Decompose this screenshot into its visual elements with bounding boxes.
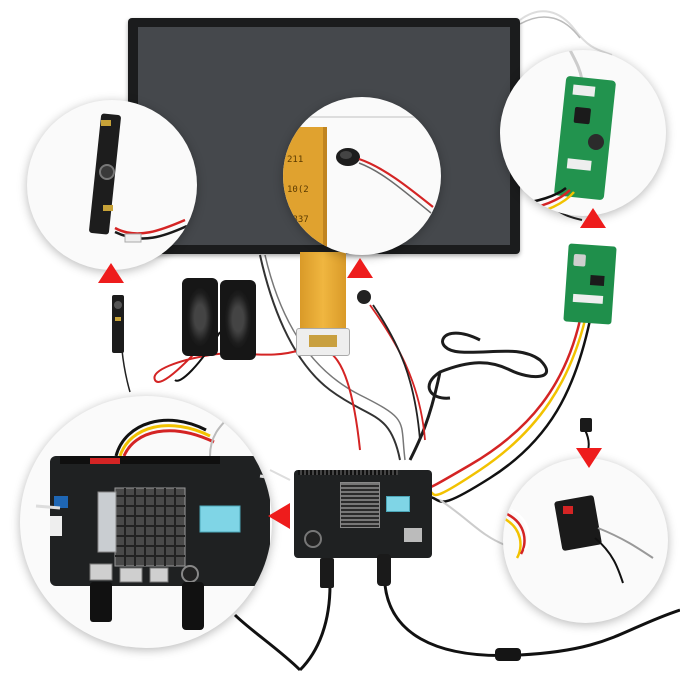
camera-module-small xyxy=(112,295,124,353)
usb-plug-small xyxy=(320,558,334,588)
zoom-power-board xyxy=(500,50,666,216)
fpc-tab xyxy=(283,127,323,255)
micro-switch-small xyxy=(580,418,592,432)
power-board-small xyxy=(563,243,617,325)
arrow-board-left xyxy=(268,503,290,529)
wire-yellow-power xyxy=(424,319,587,497)
main-board-dc-plug xyxy=(182,582,204,630)
wifi-module-small xyxy=(386,496,410,512)
microphone-small xyxy=(357,290,371,304)
switch-button xyxy=(563,506,573,514)
heatsink-small xyxy=(340,482,380,528)
lcd-fpc-cable xyxy=(300,252,346,332)
arrow-power-up xyxy=(580,208,606,228)
arrow-mic-up xyxy=(347,258,373,278)
wire-usb-main xyxy=(298,584,332,672)
ferrite-bead xyxy=(495,648,521,661)
fpc-print-line-2: 10(2 xyxy=(287,185,309,195)
wire-black-power xyxy=(424,319,592,503)
lcd-adapter-board xyxy=(296,328,350,356)
camera-lens xyxy=(99,164,115,180)
main-board-small xyxy=(294,470,432,558)
main-board-wifi-module xyxy=(199,505,241,533)
dc-plug-small xyxy=(377,554,391,586)
fpc-print-text: 211 10(2 2837 xyxy=(287,135,309,245)
mic-wire-red xyxy=(358,157,434,208)
power-board-pcb xyxy=(554,76,616,200)
zoom-main-board xyxy=(20,396,272,648)
arrow-camera-up xyxy=(98,263,124,283)
fpc-print-line-1: 211 xyxy=(287,155,304,165)
fpc-print-line-3: 2837 xyxy=(287,215,309,225)
speaker-right xyxy=(220,280,256,360)
main-board-usb-plug xyxy=(90,582,112,622)
main-board-usb-port xyxy=(89,563,113,581)
wire-white-top xyxy=(519,10,613,56)
speaker-left xyxy=(182,278,218,356)
wire-black-coil xyxy=(427,331,549,400)
zoom-micro-switch xyxy=(503,458,668,623)
zoom-microphone: 211 10(2 2837 xyxy=(283,97,441,255)
arrow-switch-down xyxy=(576,448,602,468)
zoom-camera xyxy=(27,100,197,270)
switch-body xyxy=(554,495,602,551)
